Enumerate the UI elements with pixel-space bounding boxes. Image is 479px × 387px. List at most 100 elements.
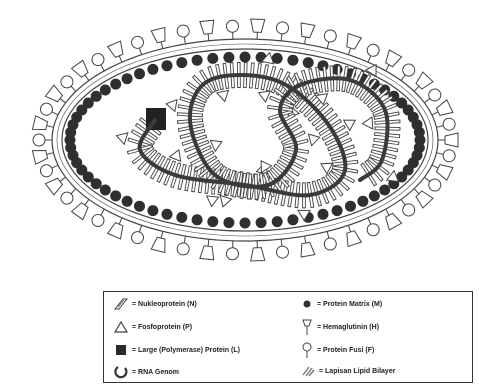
hemagglutinin-icon [301, 319, 313, 335]
fusion-protein-spike [275, 21, 289, 41]
matrix-protein-dot [176, 57, 187, 68]
legend-label-lipid-bilayer: = Lapisan Lipid Bilayer [319, 368, 395, 375]
fusion-protein-spike [321, 29, 337, 50]
matrix-protein-dot [240, 218, 251, 229]
virus-diagram [0, 0, 479, 290]
matrix-protein-dot [110, 190, 121, 201]
matrix-protein-dot [287, 214, 298, 225]
phosphoprotein-triangle [210, 140, 222, 151]
legend-label-large-protein: = Large (Polymerase) Protein (L) [132, 347, 240, 354]
fusion-protein-spike [396, 62, 417, 84]
hemagglutinin-spike [250, 241, 265, 261]
phosphoprotein-triangle [116, 133, 127, 145]
fusion-protein-spike [226, 20, 239, 39]
phosphoprotein-triangle [362, 117, 372, 129]
matrix-protein-dot [287, 55, 298, 66]
fusion-protein-spike [435, 117, 456, 133]
matrix-protein-dot [110, 79, 121, 90]
fusion-protein-spike [396, 196, 417, 218]
matrix-protein-dot [134, 201, 145, 212]
matrix-protein-dot [100, 85, 111, 96]
legend-label-hemagglutinin: = Hemaglutinin (H) [317, 324, 379, 331]
matrix-protein-dot [134, 68, 145, 79]
hemagglutinin-spike [298, 235, 315, 257]
fusion-protein-spike [90, 206, 110, 228]
matrix-protein-dot [91, 91, 102, 102]
matrix-protein-dot [256, 217, 267, 228]
matrix-protein-dot [162, 60, 173, 71]
fusion-protein-spike [226, 241, 239, 260]
fusion-protein-spike [321, 230, 337, 251]
matrix-protein-dot [176, 212, 187, 223]
dot-icon [301, 298, 313, 310]
fusion-protein-spike [33, 134, 52, 146]
matrix-protein-dot [192, 55, 203, 66]
hemagglutinin-spike [380, 50, 402, 74]
matrix-protein-dot [318, 209, 329, 220]
matrix-protein-dot [303, 57, 314, 68]
matrix-protein-dot [223, 52, 234, 63]
fusion-protein-spike [275, 239, 289, 259]
phosphoprotein-triangle [344, 120, 356, 130]
fusion-protein-spike [176, 235, 191, 256]
matrix-protein-dot [240, 52, 251, 63]
phosphoprotein-triangle [220, 195, 231, 206]
fusion-protein-icon [301, 342, 313, 358]
matrix-protein-dot [414, 127, 425, 138]
matrix-protein-dot [345, 201, 356, 212]
fusion-protein-spike [58, 73, 80, 95]
fusion-protein-spike [435, 147, 456, 163]
hemagglutinin-spike [72, 60, 95, 84]
hemagglutinin-spike [380, 206, 402, 230]
phosphoprotein-triangle [309, 134, 320, 146]
legend-item-fusion-protein: = Protein Fusi (F) [301, 342, 374, 358]
hemagglutinin-spike [32, 116, 55, 134]
fusion-protein-spike [58, 185, 80, 207]
phosphoprotein-triangle [166, 100, 177, 112]
legend-item-matrix-protein: = Protein Matrix (M) [301, 298, 382, 310]
hemagglutinin-spike [200, 239, 216, 260]
matrix-protein-dot [147, 64, 158, 75]
matrix-protein-dot [122, 196, 133, 207]
legend-label-rna-genome: = RNA Genom [132, 369, 179, 376]
matrix-protein-dot [207, 216, 218, 227]
phosphoprotein-triangle [217, 90, 229, 101]
phosphoprotein-triangle [170, 150, 181, 162]
matrix-protein-dot [207, 53, 218, 64]
legend: = Nukleoprotein (N) = Fosfoprotein (P) =… [103, 291, 473, 383]
rna-arc-icon [114, 365, 128, 379]
fusion-protein-spike [90, 51, 110, 73]
nucleoprotein-icon [114, 298, 128, 310]
fusion-protein-spike [421, 87, 443, 108]
hemagglutinin-spike [438, 133, 458, 147]
matrix-protein-dot [192, 214, 203, 225]
matrix-protein-dot [162, 209, 173, 220]
phosphoprotein-triangle [207, 196, 219, 207]
triangle-icon [114, 321, 128, 333]
hemagglutinin-spike [200, 20, 216, 41]
legend-item-rna-genome: = RNA Genom [114, 365, 179, 379]
legend-item-phosphoprotein: = Fosfoprotein (P) [114, 321, 192, 333]
matrix-protein-dot [272, 216, 283, 227]
legend-label-phosphoprotein: = Fosfoprotein (P) [132, 324, 192, 331]
fusion-protein-spike [421, 172, 443, 193]
legend-label-nucleoprotein: = Nukleoprotein (N) [132, 301, 197, 308]
lipid-bilayer-icon [301, 365, 315, 377]
legend-label-matrix-protein: = Protein Matrix (M) [317, 301, 382, 308]
matrix-protein-dot [357, 196, 368, 207]
square-icon [114, 344, 128, 356]
legend-item-nucleoprotein: = Nukleoprotein (N) [114, 298, 197, 310]
legend-label-fusion-protein: = Protein Fusi (F) [317, 347, 374, 354]
matrix-protein-dot [379, 185, 390, 196]
hemagglutinin-spike [151, 28, 169, 51]
hemagglutinin-spike [250, 19, 265, 39]
matrix-protein-dot [122, 73, 133, 84]
matrix-protein-dot [332, 205, 343, 216]
matrix-protein-dot [369, 190, 380, 201]
fusion-protein-spike [176, 24, 191, 45]
matrix-protein-dot [147, 205, 158, 216]
legend-item-large-protein: = Large (Polymerase) Protein (L) [114, 344, 240, 356]
hemagglutinin-spike [151, 230, 169, 253]
hemagglutinin-spike [72, 195, 95, 219]
legend-item-hemagglutinin: = Hemaglutinin (H) [301, 319, 379, 335]
